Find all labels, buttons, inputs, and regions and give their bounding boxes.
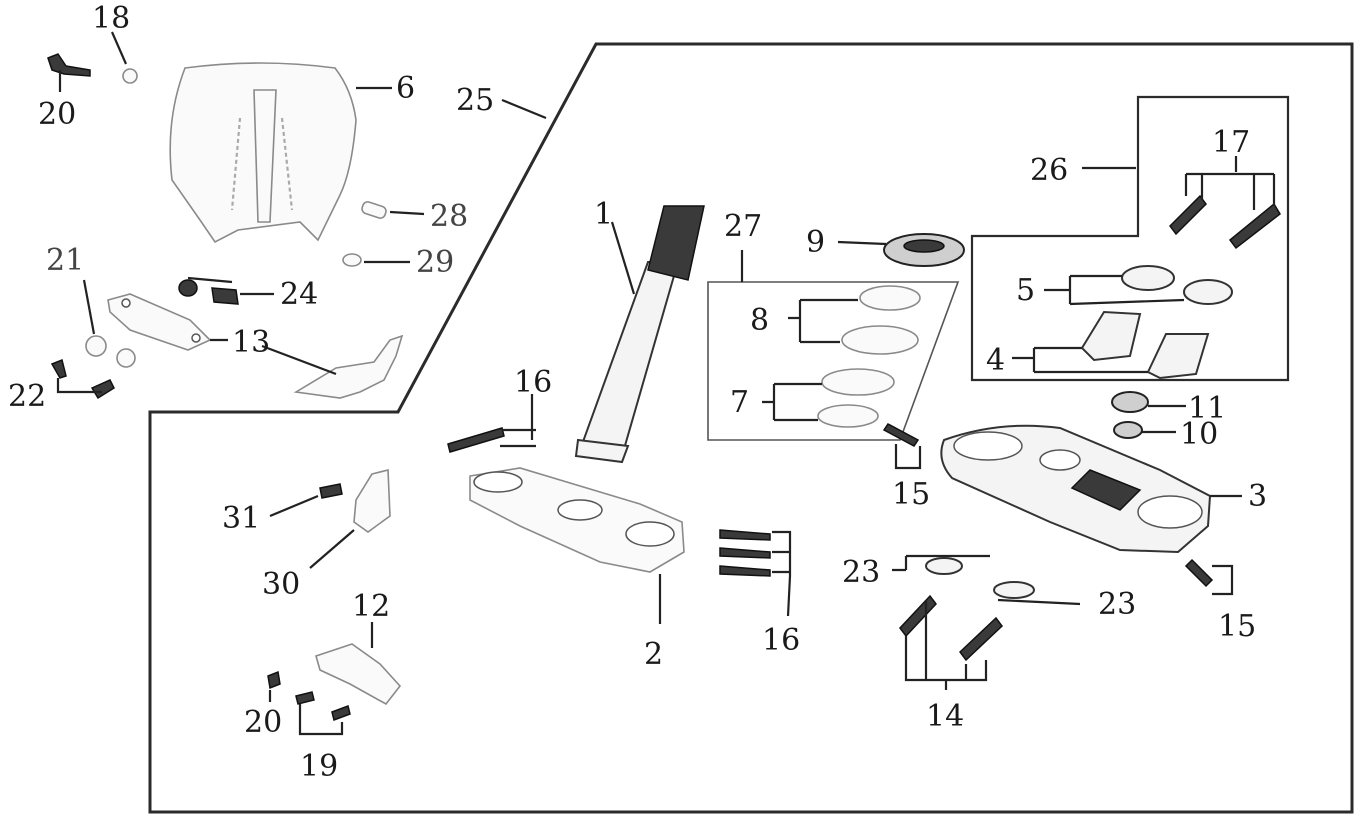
clamp-part-23a	[925, 557, 963, 575]
clamp-part-5a	[1121, 265, 1175, 291]
clamp-part-24	[178, 276, 239, 305]
screw-part-19b	[331, 705, 351, 721]
callout-label: 9	[806, 225, 825, 260]
callout-label: 17	[1212, 125, 1250, 160]
washer-part-21	[85, 335, 107, 357]
callout-label: 1	[594, 197, 613, 232]
assembly-frame-25	[148, 42, 1354, 814]
grommet-part-29	[342, 253, 362, 267]
assembly-frame-27	[707, 281, 960, 441]
callout-label: 20	[244, 705, 282, 740]
riser-part-4a	[1080, 310, 1142, 362]
callout-label: 19	[300, 749, 338, 784]
callout-label: 28	[430, 199, 468, 234]
callout-label: 29	[416, 245, 454, 280]
riser-part-4b	[1146, 333, 1210, 380]
screw-part-31	[319, 483, 343, 499]
steering-stem-part-1	[574, 205, 705, 464]
bolt-part-14a	[899, 594, 937, 638]
nut-part-18	[122, 68, 138, 84]
bolt-part-16a	[447, 427, 505, 453]
bolt-part-17a	[1169, 194, 1207, 236]
callout-label: 13	[232, 325, 270, 360]
callout-label: 22	[8, 379, 46, 414]
callout-label: 14	[926, 699, 964, 734]
spacer-part-28	[361, 201, 387, 219]
upper-triple-clamp-part-3	[940, 424, 1212, 554]
bolt-part-17b	[1228, 202, 1281, 250]
callout-label: 15	[1218, 609, 1256, 644]
callout-label: 16	[514, 365, 552, 400]
callout-label: 31	[222, 501, 260, 536]
bolt-part-14b	[958, 616, 1004, 662]
bolt-part-20a	[47, 53, 91, 77]
screw-part-20b	[267, 670, 281, 690]
bolt-part-16c	[719, 547, 771, 559]
callout-label: 6	[396, 71, 415, 106]
callout-label: 30	[262, 567, 300, 602]
callout-label: 23	[1098, 587, 1136, 622]
callout-label: 16	[762, 623, 800, 658]
bolt-part-22a	[50, 358, 67, 379]
callout-label: 10	[1180, 417, 1218, 452]
stem-nut-part-9	[883, 233, 965, 267]
bolt-part-16b	[719, 529, 771, 541]
callout-label: 23	[842, 555, 880, 590]
callout-label: 5	[1016, 273, 1035, 308]
callout-label: 25	[456, 83, 494, 118]
washer-part-21b	[116, 348, 136, 368]
callout-label: 4	[986, 343, 1005, 378]
callout-label: 18	[92, 1, 130, 36]
washer-part-11	[1111, 391, 1149, 413]
bolt-part-15a	[882, 423, 920, 447]
callout-label: 11	[1188, 391, 1226, 426]
callout-label: 27	[724, 209, 762, 244]
shroud-part-13	[293, 334, 404, 399]
bolt-part-22b	[90, 379, 115, 400]
bracket-part-12	[315, 643, 402, 706]
callout-label: 21	[46, 243, 84, 278]
callout-label: 3	[1248, 479, 1267, 514]
bearing-part-8	[841, 285, 921, 355]
bolt-part-15b	[1184, 558, 1214, 588]
screw-part-19a	[295, 691, 315, 705]
washer-part-10	[1113, 421, 1143, 439]
callout-label: 26	[1030, 153, 1068, 188]
bolt-part-16d	[719, 565, 771, 577]
callout-label: 20	[38, 97, 76, 132]
clamp-part-5b	[1183, 279, 1233, 305]
bearing-part-7	[817, 368, 895, 428]
callout-label: 12	[352, 589, 390, 624]
assembly-frame-26	[970, 95, 1290, 382]
bracket-part-13	[107, 293, 212, 351]
callout-label: 15	[892, 477, 930, 512]
bracket-part-30	[353, 468, 391, 533]
callout-label: 2	[644, 637, 663, 672]
leader-lines	[56, 31, 1276, 736]
callout-label: 8	[750, 303, 769, 338]
callout-label: 7	[730, 385, 749, 420]
number-plate-part-6	[169, 62, 357, 244]
callout-labels: 18 20 6 25 28 29 21 24 13 22 1 27 9 26 1…	[8, 1, 1267, 784]
callout-label: 24	[280, 277, 318, 312]
lower-triple-clamp-part-2	[469, 467, 685, 573]
clamp-part-23b	[993, 581, 1035, 599]
